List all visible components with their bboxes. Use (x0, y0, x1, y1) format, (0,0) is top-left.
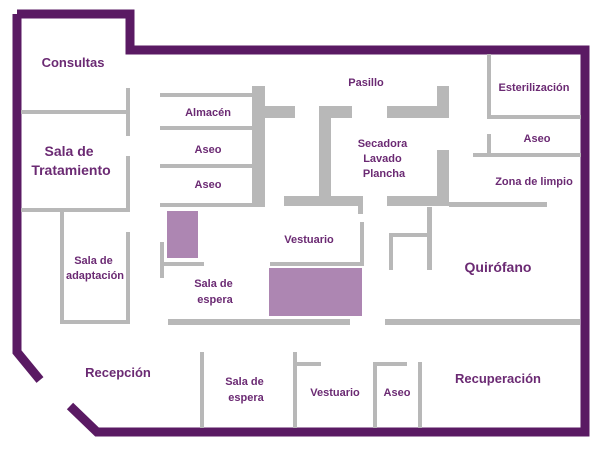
wall-tratamiento-bottom (21, 208, 130, 212)
wall-storage-stub (265, 106, 295, 118)
room-aseo-2-label: Aseo (195, 179, 222, 191)
room-sala-espera-1-line1: Sala de (194, 278, 233, 290)
wall-adaptacion-bottom (60, 320, 130, 324)
room-secadora-line1: Secadora (358, 138, 408, 150)
wall-quirofano-left (427, 207, 432, 270)
room-secadora-line3: Plancha (363, 168, 406, 180)
room-vestuario-2-label: Vestuario (310, 387, 360, 399)
wall-zona-limpio-bottom (449, 202, 547, 207)
room-quirofano-label: Quirófano (465, 259, 532, 275)
wall-corridor-top-left (319, 106, 352, 118)
wall-almacen-top (160, 93, 252, 97)
wall-aseo3-left (487, 134, 491, 156)
wall-quirofano-small-h (389, 233, 429, 237)
wall-aseo1-bottom (160, 164, 252, 168)
room-sala-espera-1-line2: espera (197, 294, 233, 306)
wall-left-col-v2 (126, 156, 130, 212)
room-pasillo-label: Pasillo (348, 77, 384, 89)
wall-consultas-bottom (21, 110, 130, 114)
wall-sala-espera-bottom (168, 319, 350, 325)
room-sala-adaptacion-label: Sala de adaptación (66, 255, 124, 282)
furniture-block-large (269, 268, 362, 316)
wall-secadora-right-lower (437, 150, 449, 204)
wall-secadora-top (387, 106, 445, 118)
wall-corridor-bottom (284, 196, 360, 206)
wall-vestuario2-right (373, 362, 377, 428)
room-sala-espera-2-line1: Sala de (225, 376, 264, 388)
wall-aseo2-bottom (160, 203, 265, 207)
wall-vestuario2-top (297, 362, 321, 366)
room-aseo-1-label: Aseo (195, 144, 222, 156)
outer-wall (17, 9, 590, 437)
room-recuperacion-label: Recuperación (455, 371, 541, 386)
room-recepcion-label: Recepción (85, 365, 151, 380)
wall-secadora-bottom (387, 196, 449, 206)
room-esterilizacion-label: Esterilización (499, 82, 570, 94)
room-sala-tratamiento-label: Sala de Tratamiento (31, 143, 110, 178)
wall-vestuario-bottom (270, 262, 364, 266)
room-almacen-label: Almacén (185, 107, 231, 119)
wall-quirofano-bottom (385, 319, 580, 325)
room-consultas-label: Consultas (42, 55, 105, 70)
room-aseo-4-label: Aseo (384, 387, 411, 399)
room-sala-tratamiento-line1: Sala de (45, 143, 94, 159)
room-secadora-label: Secadora Lavado Plancha (358, 138, 411, 180)
wall-adaptacion-left (60, 212, 64, 324)
room-zona-limpio-label: Zona de limpio (495, 176, 573, 188)
room-sala-tratamiento-line2: Tratamiento (31, 162, 110, 178)
wall-esterilizacion-left (487, 54, 491, 116)
room-sala-espera-2-line2: espera (228, 392, 264, 404)
wall-corridor-post (358, 196, 363, 214)
wall-aseo4-top (373, 362, 407, 366)
wall-almacen-bottom (160, 126, 252, 130)
wall-left-col-v1 (126, 88, 130, 136)
wall-vestuario-stub-h (160, 262, 204, 266)
wall-vestuario-stub-left (160, 242, 164, 278)
wall-storage-right (252, 86, 265, 207)
outer-wall-left (12, 14, 44, 383)
wall-espera2-left (200, 352, 204, 428)
room-vestuario-1-label: Vestuario (284, 234, 334, 246)
wall-vestuario-right (360, 222, 364, 266)
room-sala-espera-1-label: Sala de espera (194, 278, 236, 306)
wall-corridor-left (319, 106, 331, 202)
inner-walls (21, 54, 581, 428)
wall-adaptacion-right (126, 232, 130, 324)
wall-aseo3-bottom (473, 153, 581, 157)
room-aseo-3-label: Aseo (524, 133, 551, 145)
furniture-block-small (167, 211, 198, 258)
room-sala-adaptacion-line1: Sala de (74, 255, 113, 267)
wall-esterilizacion-bottom (487, 115, 581, 119)
wall-espera2-right (293, 352, 297, 428)
wall-aseo4-right (418, 362, 422, 428)
room-secadora-line2: Lavado (363, 153, 402, 165)
room-sala-espera-2-label: Sala de espera (225, 376, 267, 404)
wall-quirofano-small-v (389, 233, 393, 270)
wall-secadora-right (437, 86, 449, 118)
room-sala-adaptacion-line2: adaptación (66, 270, 124, 282)
